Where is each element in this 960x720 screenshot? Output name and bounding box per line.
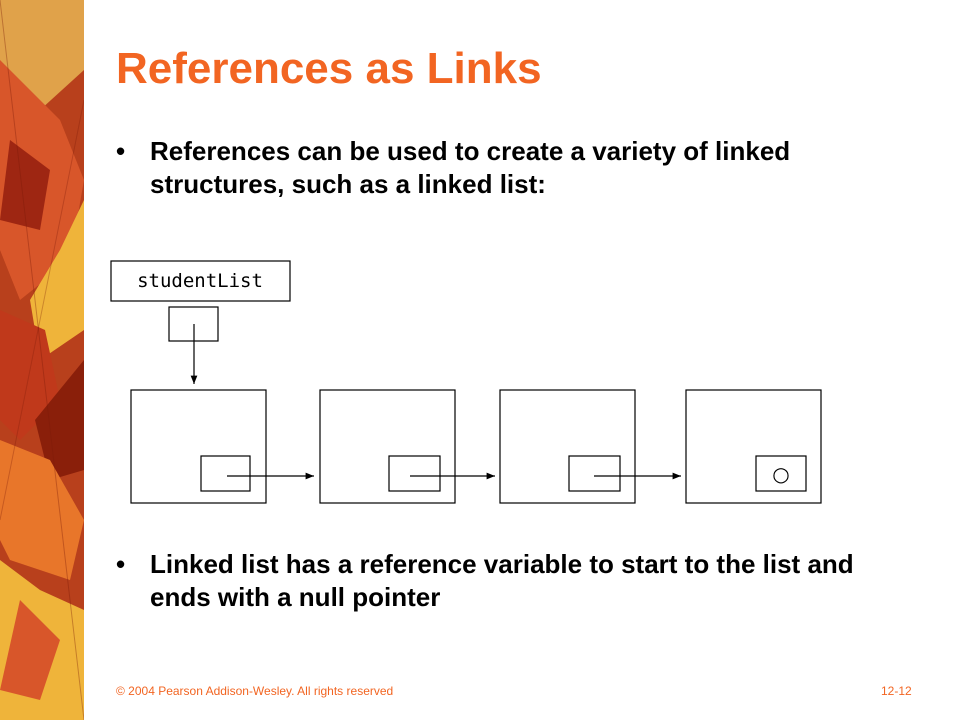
next-reference-box [388,455,441,492]
bullet-marker: • [116,549,126,579]
bullet-text: References can be used to create a varie… [150,136,791,199]
bullet-marker: • [116,136,126,166]
next-reference-box [755,455,807,492]
variable-name-label: studentList [137,270,263,292]
footer-page-number: 12-12 [881,684,912,698]
autumn-leaves-image [0,0,84,720]
slide-title: References as Links [116,44,542,93]
next-reference-box [200,455,251,492]
bullet-item: • Linked list has a reference variable t… [116,548,916,614]
bullet-item: • References can be used to create a var… [116,135,916,201]
bullet-text: Linked list has a reference variable to … [150,549,854,612]
footer-copyright: © 2004 Pearson Addison-Wesley. All right… [116,684,394,698]
null-pointer-symbol: ○ [772,462,789,486]
next-reference-box [568,455,621,492]
variable-name-box [110,260,291,302]
